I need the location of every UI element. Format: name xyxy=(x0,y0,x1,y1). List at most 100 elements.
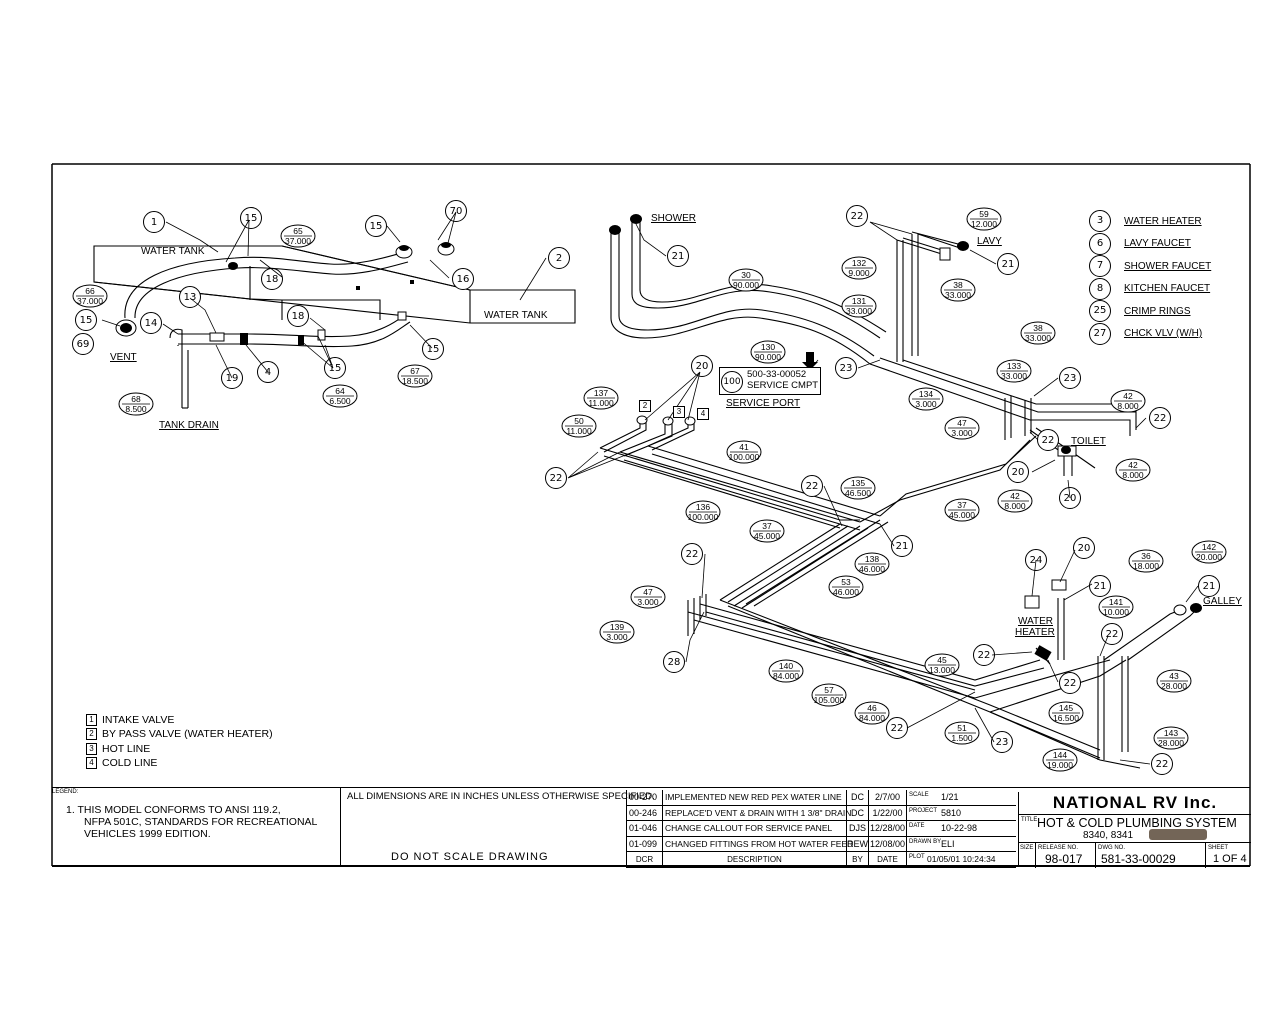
svg-text:16: 16 xyxy=(457,274,470,285)
svg-text:105.000: 105.000 xyxy=(814,695,845,705)
callout-bubble: 15 xyxy=(324,357,346,379)
svg-text:53: 53 xyxy=(841,577,851,587)
svg-text:9.000: 9.000 xyxy=(848,268,870,278)
rev-dcr: 01-046 xyxy=(626,821,662,837)
key-number: 7 xyxy=(1089,255,1111,277)
svg-text:1: 1 xyxy=(151,217,157,228)
svg-text:139: 139 xyxy=(610,622,624,632)
svg-text:144: 144 xyxy=(1053,750,1067,760)
svg-text:140: 140 xyxy=(779,661,793,671)
callout-bubble: 22 xyxy=(681,543,703,565)
service-part-number: 500-33-00052 xyxy=(747,369,807,380)
legend-text: COLD LINE xyxy=(102,757,158,769)
key-number: 25 xyxy=(1089,300,1111,322)
key-text: SHOWER FAUCET xyxy=(1124,260,1212,272)
rev-date: 2/7/00 xyxy=(868,790,906,806)
sheet-cell: SHEET 1 OF 4 xyxy=(1205,843,1251,868)
svg-text:18.000: 18.000 xyxy=(1133,561,1159,571)
svg-text:37: 37 xyxy=(957,500,967,510)
svg-text:22: 22 xyxy=(1156,759,1169,770)
svg-text:8.000: 8.000 xyxy=(1117,401,1139,411)
svg-text:38: 38 xyxy=(1033,323,1043,333)
field-value: ELI xyxy=(941,838,955,849)
label-service-port: SERVICE PORT xyxy=(726,398,801,409)
svg-text:8.500: 8.500 xyxy=(125,404,147,414)
svg-text:100.000: 100.000 xyxy=(729,452,760,462)
release-label: RELEASE NO. xyxy=(1038,845,1079,851)
svg-text:64: 64 xyxy=(335,386,345,396)
dimension-tag: 428.000 xyxy=(1110,389,1146,413)
svg-text:23: 23 xyxy=(1064,373,1077,384)
service-cmpt-label: SERVICE CMPT xyxy=(747,380,819,391)
callout-bubble: 22 xyxy=(973,644,995,666)
svg-text:46.000: 46.000 xyxy=(859,564,885,574)
size-label: SIZE xyxy=(1020,845,1034,851)
callout-bubble: 70 xyxy=(445,200,467,222)
svg-text:47: 47 xyxy=(957,418,967,428)
svg-text:12.000: 12.000 xyxy=(971,219,997,229)
key-number: 27 xyxy=(1089,322,1111,345)
svg-text:3.000: 3.000 xyxy=(606,632,628,642)
svg-text:11.000: 11.000 xyxy=(566,426,592,436)
svg-text:136: 136 xyxy=(696,502,710,512)
dwg-label: DWG NO. xyxy=(1098,845,1125,851)
svg-text:22: 22 xyxy=(1064,678,1077,689)
company-block: NATIONAL RV Inc. TITLE HOT & COLD PLUMBI… xyxy=(1018,792,1251,868)
key-text: KITCHEN FAUCET xyxy=(1124,283,1211,294)
field-value: 10-22-98 xyxy=(941,823,978,833)
callout-bubble: 22 xyxy=(1149,407,1171,429)
field-label: SCALE xyxy=(909,792,929,798)
svg-text:22: 22 xyxy=(806,481,819,492)
svg-text:33.000: 33.000 xyxy=(1001,371,1027,381)
size-cell: SIZE xyxy=(1019,843,1036,868)
svg-text:138: 138 xyxy=(865,554,879,564)
svg-text:28.000: 28.000 xyxy=(1161,681,1187,691)
svg-text:43: 43 xyxy=(1169,671,1179,681)
note-line: NFPA 501C, STANDARDS FOR RECREATIONAL xyxy=(84,816,318,828)
company-name: NATIONAL RV Inc. xyxy=(1019,792,1251,815)
svg-text:22: 22 xyxy=(978,650,991,661)
svg-text:67: 67 xyxy=(410,366,420,376)
callout-bubble: 21 xyxy=(667,245,689,267)
svg-text:20: 20 xyxy=(696,361,709,372)
legend-number: 2 xyxy=(86,728,97,740)
svg-text:134: 134 xyxy=(919,389,933,399)
field-label: DATE xyxy=(909,823,925,829)
svg-text:15: 15 xyxy=(370,221,383,232)
callout-bubble: 23 xyxy=(835,357,857,379)
svg-text:84.000: 84.000 xyxy=(859,713,885,723)
dimensions-cell: ALL DIMENSIONS ARE IN INCHES UNLESS OTHE… xyxy=(340,788,675,867)
dimension-tag: 646.500 xyxy=(322,384,358,408)
callout-bubble: 14 xyxy=(140,312,162,334)
key-number: 8 xyxy=(1089,277,1111,300)
svg-text:141: 141 xyxy=(1109,597,1123,607)
svg-text:36: 36 xyxy=(1141,551,1151,561)
svg-text:50: 50 xyxy=(574,416,584,426)
svg-text:15: 15 xyxy=(427,344,440,355)
svg-text:1.500: 1.500 xyxy=(951,733,973,743)
svg-text:69: 69 xyxy=(77,339,90,350)
callout-bubble: 1 xyxy=(143,211,165,233)
svg-text:65: 65 xyxy=(293,226,303,236)
svg-text:3.000: 3.000 xyxy=(637,597,659,607)
svg-text:8.000: 8.000 xyxy=(1122,470,1144,480)
svg-text:145: 145 xyxy=(1059,703,1073,713)
